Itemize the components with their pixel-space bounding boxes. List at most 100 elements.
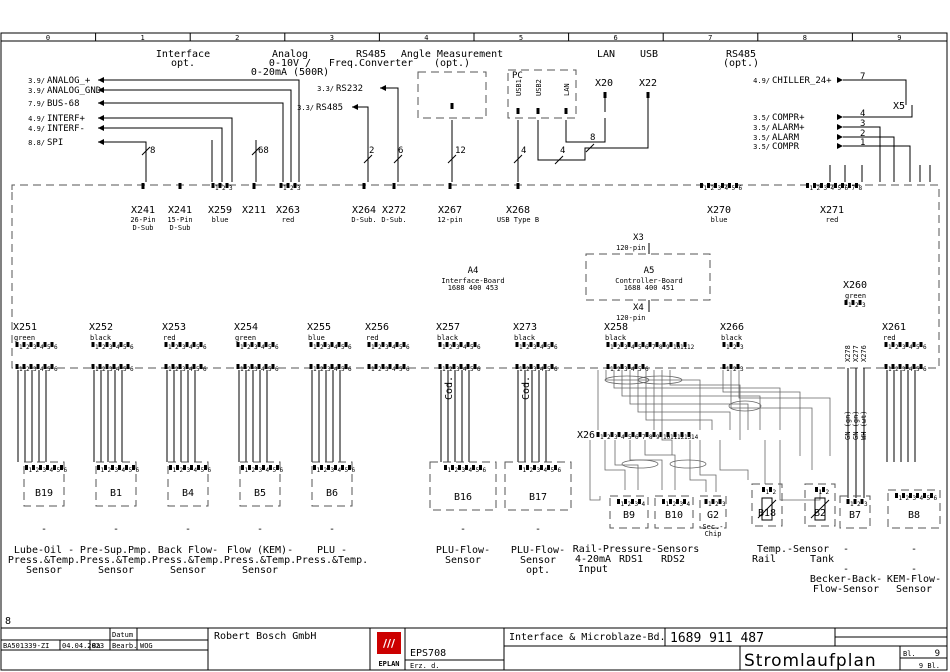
sensor-desc-3: Sensor [170, 565, 206, 576]
pin-number: 6 [406, 344, 410, 351]
pin-number: 10 [673, 344, 681, 351]
connector-id: X253 [162, 322, 186, 333]
pin-number: 3 [327, 366, 331, 373]
pin-number: 2 [733, 366, 737, 373]
pin-number: 5 [732, 185, 736, 192]
pin-number: 3 [902, 366, 906, 373]
pin-number: 3 [385, 366, 389, 373]
pin-number: 3 [680, 501, 684, 508]
connector-pin [388, 342, 392, 347]
pin-number: 6 [275, 344, 279, 351]
connector-pin [348, 465, 351, 470]
pin-number: 2 [175, 366, 179, 373]
wire-number: 1 [860, 138, 865, 148]
logo-text: EPLAN [378, 660, 399, 668]
connector-pin [522, 342, 526, 347]
x260-pin: X277 [852, 345, 860, 362]
pin-number: 2 [455, 467, 459, 474]
pin-number: 1 [168, 344, 172, 351]
label-becker-flow-sensor: Flow-Sensor [813, 584, 879, 595]
connector-pin [367, 364, 371, 369]
connector-id: X264 [352, 205, 376, 216]
connector-pin [543, 364, 547, 369]
label-kem-sensor: Sensor [896, 584, 932, 595]
connector-pin [279, 183, 283, 188]
sheet-total: 9 Bl. [919, 662, 940, 670]
pin-number: 3 [115, 467, 119, 474]
connector-pin [472, 465, 475, 470]
pin-number: 2 [102, 366, 106, 373]
connector-pin [271, 342, 275, 347]
connector-pin [112, 364, 116, 369]
pin-number: 2 [175, 344, 179, 351]
connector-pin [243, 342, 247, 347]
connector-pin [923, 493, 926, 498]
connector-pin [718, 499, 722, 504]
connector-color: black [721, 334, 743, 342]
pin-number: 4 [631, 344, 635, 351]
connector-pin [898, 342, 902, 347]
connector-pin [815, 487, 818, 492]
sensor-dash: - [329, 524, 335, 535]
connector-sub: 12-pin [437, 216, 462, 224]
pin-number: 3 [902, 344, 906, 351]
connector-pin [669, 342, 673, 347]
pin-number: 3 [624, 366, 628, 373]
connector-sub: 15-Pin [167, 216, 192, 224]
pin-number: 2 [449, 344, 453, 351]
pin-number: 7 [852, 185, 856, 192]
pin-number: 4 [334, 344, 338, 351]
sensor-id: B5 [254, 488, 266, 499]
pin-number: 3 [456, 344, 460, 351]
cable-count-rs: 2 [369, 146, 374, 156]
sensor-desc-1: PLU - [317, 545, 347, 556]
pin-number: 4 [261, 366, 265, 373]
sensor-desc-1: Flow (KEM)- [227, 545, 293, 556]
connector-pin [15, 364, 19, 369]
pin-number: 1 [850, 501, 854, 508]
connector-pin [395, 364, 399, 369]
connector-pin [620, 364, 624, 369]
pin-number: 1 [29, 467, 33, 474]
pin-number: 3 [33, 344, 37, 351]
connector-pin [769, 487, 772, 492]
xref-page: 4.9/ [28, 115, 45, 123]
connector-pin [916, 493, 919, 498]
connector-pin [225, 183, 229, 188]
pin-number: 3 [635, 501, 639, 508]
wire-number: 4 [860, 109, 865, 119]
pin-number: 4 [392, 366, 396, 373]
pin-number: 3 [740, 366, 744, 373]
pin-number: 9 [666, 344, 670, 351]
pin-number: 3 [862, 302, 866, 309]
connector-pin [271, 364, 275, 369]
connector-pin [402, 364, 406, 369]
sensor-desc-1: Lube-Oil - [14, 545, 74, 556]
connector-x4-sub: 120-pin [616, 314, 646, 322]
connector-id: X254 [234, 322, 258, 333]
pin-number: 2 [36, 467, 40, 474]
cable-count-usb: 4 [521, 146, 526, 156]
connector-pin [50, 364, 54, 369]
grid-col-label: 7 [708, 34, 712, 42]
connector-pin [257, 342, 261, 347]
connector-pin [91, 364, 95, 369]
connector-pin [183, 465, 186, 470]
connector-pin [822, 487, 825, 492]
connector-pin [323, 364, 327, 369]
pin-number: 1 [726, 344, 730, 351]
pin-number: 4 [392, 344, 396, 351]
connector-pin [50, 342, 54, 347]
connector-pin [846, 499, 850, 504]
connector-pin [735, 183, 738, 188]
pc-port-label: USB1 [515, 79, 523, 96]
sensor-desc-2: Sensor [445, 555, 481, 566]
connector-pin [381, 364, 385, 369]
pin-number: 7 [642, 434, 646, 441]
connector-pin [452, 342, 456, 347]
x260-pin: X276 [860, 345, 868, 362]
